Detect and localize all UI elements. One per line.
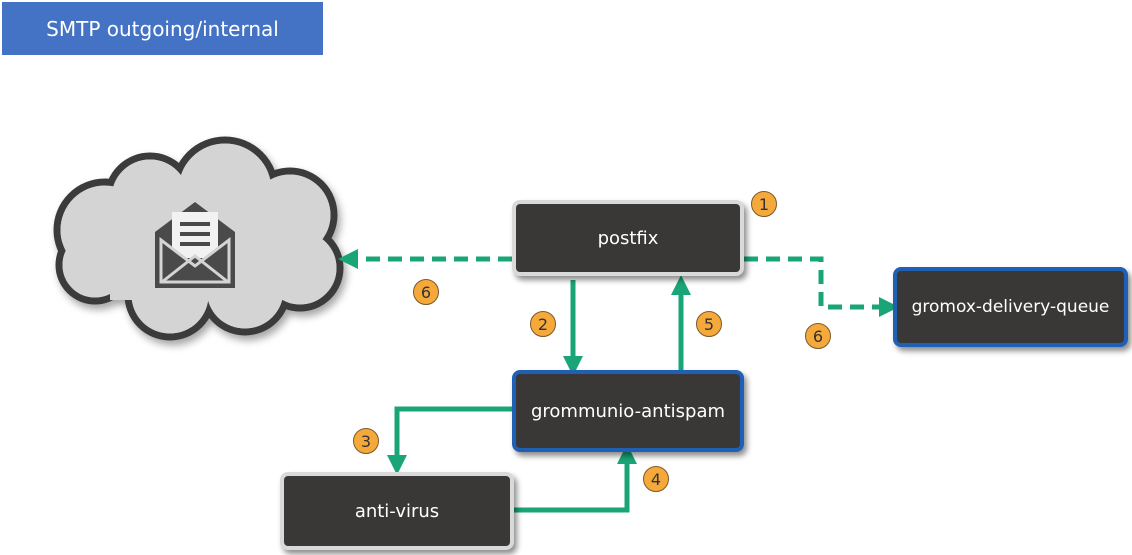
step-badge-3: 3 (353, 428, 379, 454)
arrow-antispam-to-antivirus (387, 406, 514, 475)
step-badge-6-cloud: 6 (413, 279, 439, 305)
step-badge-4: 4 (643, 466, 669, 492)
step-badge-2: 2 (530, 311, 556, 337)
step-badge-6-queue: 6 (805, 323, 831, 349)
diagram-title: SMTP outgoing/internal (2, 2, 323, 55)
gromox-delivery-queue-box: gromox-delivery-queue (893, 267, 1128, 347)
email-envelope-icon (155, 202, 235, 288)
grommunio-antispam-label: grommunio-antispam (530, 400, 726, 422)
gromox-delivery-queue-label: gromox-delivery-queue (911, 297, 1110, 317)
postfix-label: postfix (597, 227, 659, 249)
step-badge-5: 5 (696, 311, 722, 337)
postfix-box: postfix (512, 200, 744, 276)
arrow-antivirus-to-antispam (514, 444, 637, 513)
arrow-postfix-to-gromox-queue (744, 256, 899, 317)
step-badge-1: 1 (751, 191, 777, 217)
anti-virus-box: anti-virus (280, 472, 514, 550)
grommunio-antispam-box: grommunio-antispam (512, 370, 744, 452)
anti-virus-label: anti-virus (354, 500, 440, 522)
